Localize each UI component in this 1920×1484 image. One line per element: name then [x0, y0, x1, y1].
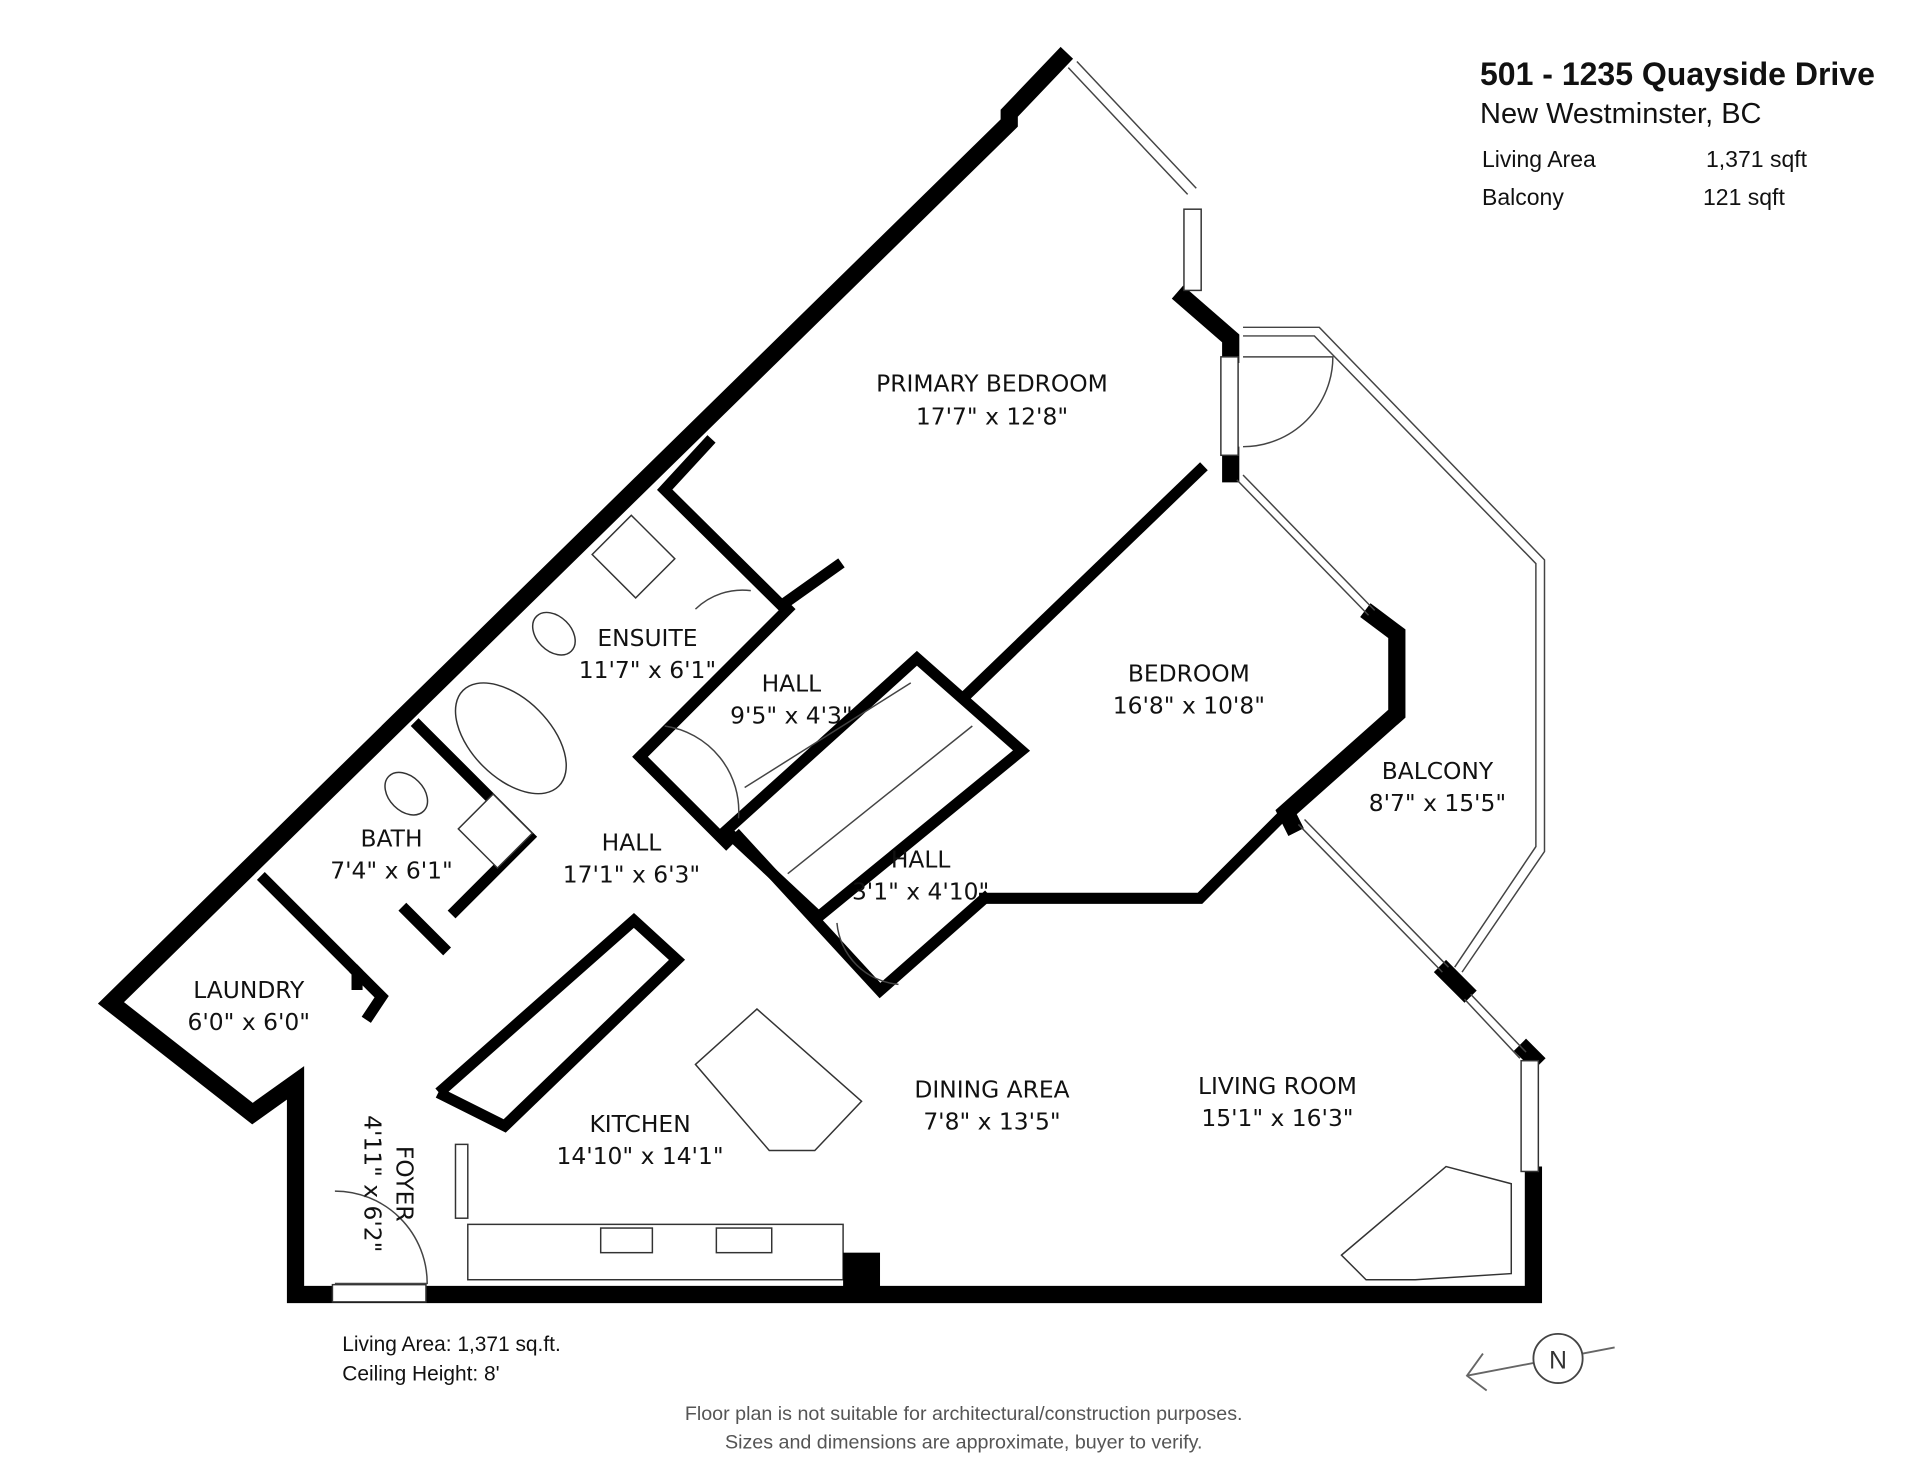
footer-living-area: Living Area: 1,371 sq.ft. — [342, 1333, 561, 1356]
compass-label: N — [1549, 1347, 1567, 1374]
room-name: LAUNDRY — [193, 976, 305, 1004]
room-name: BALCONY — [1382, 757, 1494, 785]
room-name: ENSUITE — [597, 624, 697, 652]
room-name: BATH — [360, 825, 422, 853]
fireplace — [1340, 1165, 1513, 1281]
room-name: KITCHEN — [589, 1110, 690, 1138]
room-dims: 3'1" x 4'10" — [852, 878, 989, 906]
room-dims: 11'7" x 6'1" — [579, 656, 716, 684]
room-dims: 9'5" x 4'3" — [730, 702, 852, 730]
fixtures — [384, 514, 1513, 1290]
windows — [331, 61, 1540, 1303]
room-dims: 14'10" x 14'1" — [557, 1142, 724, 1170]
room-dims: 8'7" x 15'5" — [1369, 789, 1506, 817]
room-name: HALL — [762, 670, 822, 698]
room-labels: PRIMARY BEDROOM 17'7" x 12'8" BEDROOM 16… — [188, 369, 1507, 1252]
balcony-outline — [1243, 326, 1546, 973]
footer-ceiling-height: Ceiling Height: 8' — [342, 1363, 499, 1386]
area-value-balcony: 121 sqft — [1703, 184, 1785, 210]
room-dims: 16'8" x 10'8" — [1113, 692, 1265, 720]
area-label-balcony: Balcony — [1482, 184, 1564, 210]
room-name: HALL — [602, 828, 662, 856]
room-name: BEDROOM — [1128, 660, 1250, 688]
kitchen-island — [694, 1008, 863, 1152]
disclaimer-line-1: Floor plan is not suitable for architect… — [685, 1403, 1243, 1425]
north-arrow-icon: N — [1465, 1332, 1615, 1392]
disclaimer-line-2: Sizes and dimensions are approximate, bu… — [725, 1431, 1202, 1453]
property-city: New Westminster, BC — [1480, 98, 1762, 130]
doors — [334, 356, 1334, 1285]
room-name: LIVING ROOM — [1198, 1072, 1357, 1100]
room-name: FOYER — [390, 1146, 418, 1222]
room-dims: 7'8" x 13'5" — [923, 1108, 1060, 1136]
room-dims: 4'11" x 6'2" — [358, 1115, 386, 1252]
room-dims: 17'7" x 12'8" — [916, 403, 1068, 431]
area-label-living: Living Area — [1482, 146, 1596, 172]
area-value-living: 1,371 sqft — [1706, 146, 1808, 172]
property-address: 501 - 1235 Quayside Drive — [1480, 56, 1875, 92]
interior-walls — [256, 435, 1294, 1133]
room-dims: 17'1" x 6'3" — [563, 860, 700, 888]
room-name: DINING AREA — [914, 1076, 1069, 1104]
room-dims: 15'1" x 16'3" — [1201, 1104, 1353, 1132]
room-dims: 7'4" x 6'1" — [330, 857, 452, 885]
room-name: PRIMARY BEDROOM — [876, 369, 1108, 397]
room-name: HALL — [891, 846, 951, 874]
room-dims: 6'0" x 6'0" — [188, 1008, 310, 1036]
